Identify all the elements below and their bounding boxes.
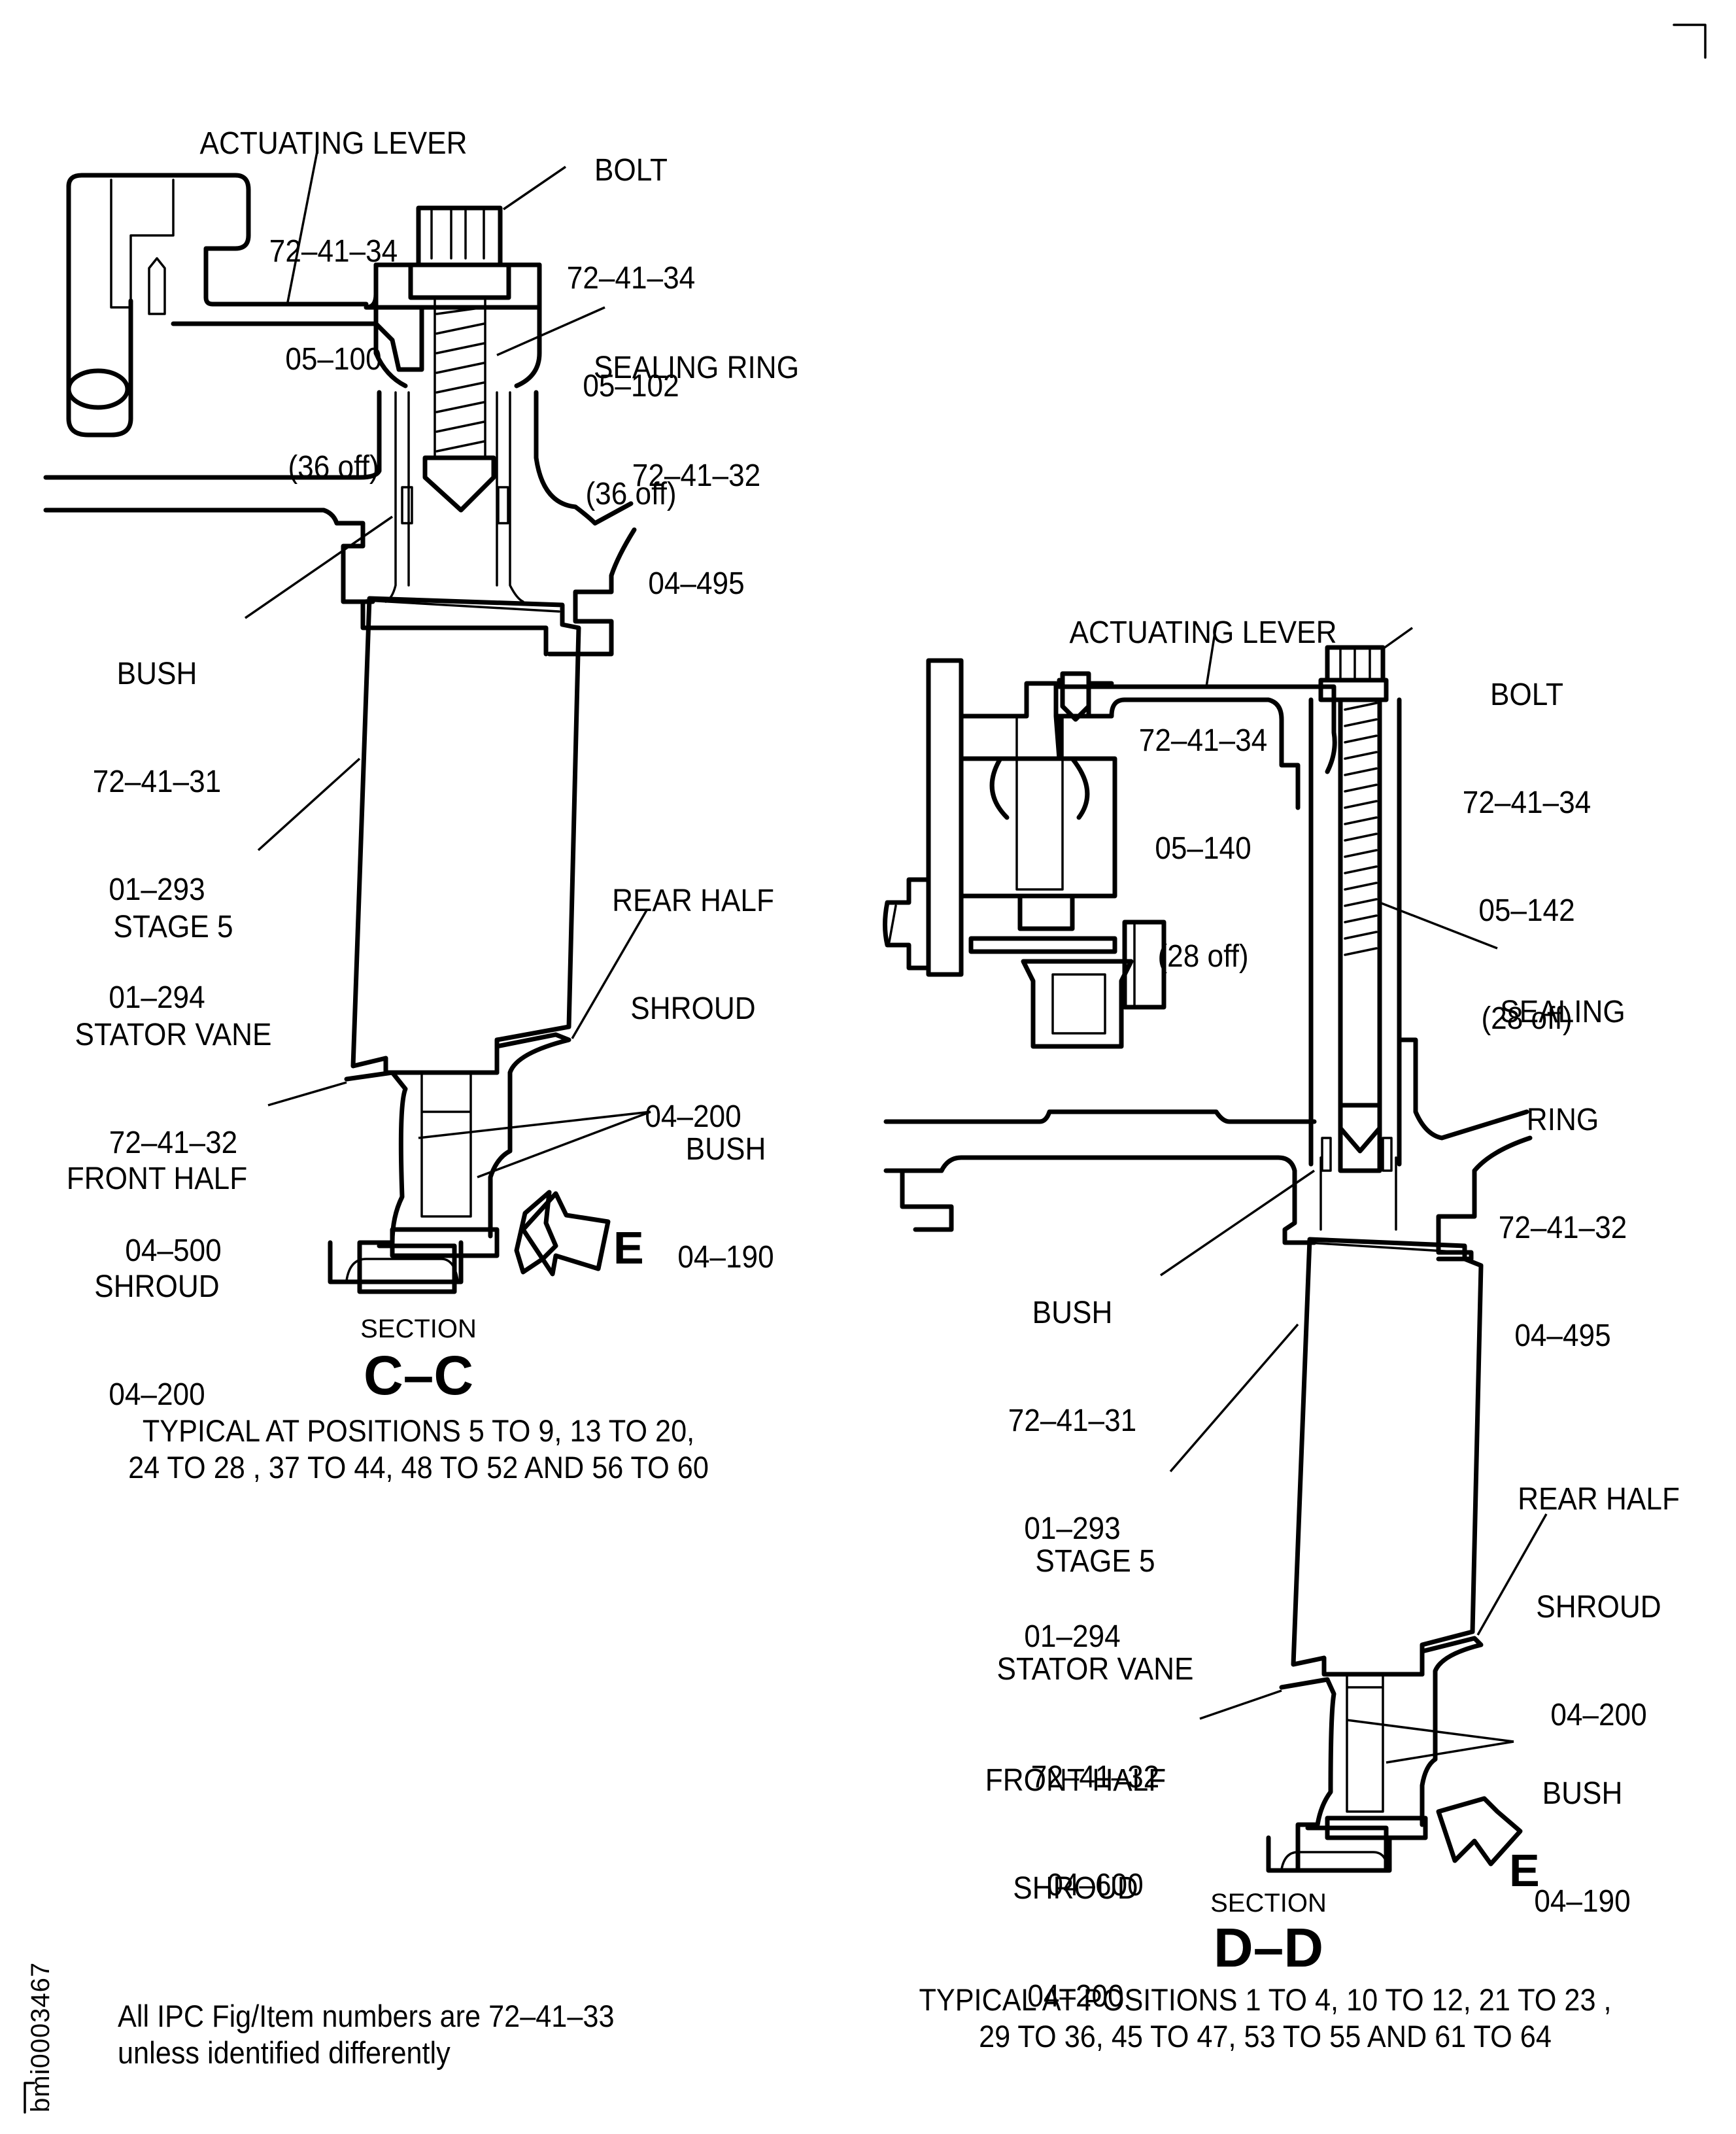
cc-callout-bush-upper: BUSH 72–41–31 01–293 01–294 [92, 657, 222, 1015]
dd-callout-sealing-ring: SEALING RING 72–41–32 04–495 [1498, 995, 1627, 1353]
dd-leader-lever [1205, 624, 1217, 687]
cc-leader-bush-lower-1 [418, 1110, 651, 1139]
dd-callout-rear-half-shroud: REAR HALF SHROUD 04–200 [1518, 1482, 1680, 1732]
cc-leader-bush-lower-2 [477, 1110, 651, 1179]
dd-section-word: SECTION [1210, 1889, 1327, 1918]
doc-ref-bracket [24, 2082, 35, 2114]
cc-section-word: SECTION [360, 1315, 477, 1343]
cc-leader-bush [245, 515, 393, 619]
dd-rear-half-shroud [1420, 1636, 1484, 1827]
cc-leader-vane [257, 757, 361, 852]
cc-callout-actuating-lever: ACTUATING LEVER 72–41–34 05–100 (36 off) [199, 126, 468, 485]
dd-leader-front [1199, 1689, 1282, 1720]
cc-lever-ring-left [66, 184, 133, 438]
section-dd-drawing [883, 645, 1533, 1873]
ipc-note: All IPC Fig/Item numbers are 72–41–33 un… [118, 1999, 615, 2070]
cc-leader-front [267, 1081, 347, 1107]
cc-callout-sealing-ring: SEALING RING 72–41–32 04–495 [593, 351, 800, 601]
cc-view-arrow-e [514, 1190, 558, 1275]
dd-leader-rear [1476, 1513, 1548, 1636]
dd-view-arrow-e [1436, 1796, 1523, 1867]
dd-leader-bush [1160, 1169, 1315, 1277]
dd-leader-vane [1169, 1323, 1299, 1473]
dd-leader-bush-lower-1 [1346, 1719, 1514, 1743]
cc-callout-bush-lower: BUSH 04–190 [677, 1132, 774, 1275]
cc-rear-half-shroud [488, 1032, 571, 1239]
dd-casing [883, 1109, 1317, 1124]
cc-lever-ring [66, 173, 369, 307]
dd-front-half-shroud [1279, 1677, 1389, 1873]
dd-actuating-lever [1057, 678, 1337, 810]
dd-stator-vane [1291, 1237, 1484, 1677]
dd-callout-stator-vane: STAGE 5 STATOR VANE 72–41–32 04–600 [996, 1544, 1194, 1902]
dd-typical-positions: TYPICAL AT POSITIONS 1 TO 4, 10 TO 12, 2… [919, 1982, 1612, 2054]
document-reference: bmi0003467 [26, 1961, 55, 2112]
dd-callout-bush-upper: BUSH 72–41–31 01–293 01–294 [1008, 1296, 1137, 1654]
dd-leader-bolt [1382, 627, 1414, 650]
cc-section-id: C–C [363, 1345, 474, 1406]
cc-callout-stator-vane: STAGE 5 STATOR VANE 72–41–32 04–500 [75, 910, 272, 1268]
cc-leader-rear [571, 908, 649, 1039]
dd-leader-sealing [1379, 901, 1498, 950]
cc-leader-lever [286, 151, 318, 303]
cc-view-e-label: E [613, 1222, 644, 1273]
cc-lever-end [66, 368, 130, 410]
dd-leader-bush-lower-2 [1386, 1740, 1514, 1764]
dd-section-id: D–D [1213, 1917, 1324, 1978]
dd-callout-bolt: BOLT 72–41–34 05–142 (28 off) [1462, 678, 1591, 1036]
cc-callout-front-half-shroud: FRONT HALF SHROUD 04–200 [66, 1162, 248, 1412]
cc-leader-bolt [503, 165, 566, 211]
cc-typical-positions: TYPICAL AT POSITIONS 5 TO 9, 13 TO 20, 2… [128, 1413, 709, 1485]
dd-callout-front-half-shroud: FRONT HALF SHROUD 04–200 [985, 1763, 1166, 2014]
dd-callout-actuating-lever: ACTUATING LEVER 72–41–34 05–140 (28 off) [1069, 615, 1337, 974]
cc-stator-vane [350, 596, 581, 1075]
cc-casing-boss [43, 390, 382, 480]
corner-mark [1673, 24, 1707, 59]
cc-callout-bolt: BOLT 72–41–34 05–102 (36 off) [566, 153, 696, 511]
section-cc-drawing [43, 173, 637, 1294]
cc-callout-rear-half-shroud: REAR HALF SHROUD 04–200 [612, 884, 774, 1134]
dd-view-e-label: E [1509, 1845, 1540, 1896]
dd-callout-bush-lower: BUSH 04–190 [1534, 1776, 1631, 1919]
cc-leader-sealing [496, 306, 605, 356]
